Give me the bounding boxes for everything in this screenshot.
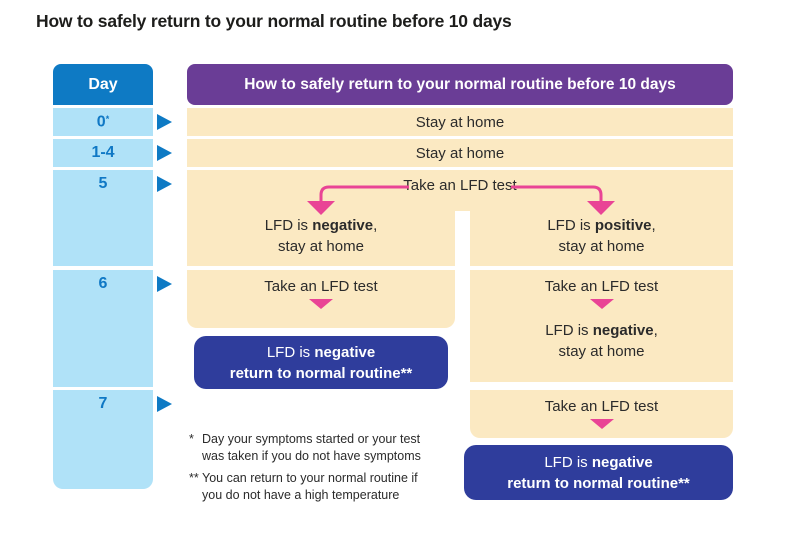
outcome-box-line2: return to normal routine** xyxy=(507,474,690,492)
stay-home-text: Stay at home xyxy=(415,113,505,131)
day-label-0: 0* xyxy=(96,113,110,131)
outcome-bold: negative xyxy=(312,217,374,234)
flow-header: How to safely return to your normal rout… xyxy=(187,64,733,105)
flow-header-label: How to safely return to your normal rout… xyxy=(244,75,676,93)
day7-right-card: Take an LFD test xyxy=(470,390,733,438)
day-label-5: 5 xyxy=(98,175,108,192)
day5-right-outcome: LFD is positive, stay at home xyxy=(547,217,656,255)
asterisk: * xyxy=(105,114,110,125)
day-pointer-icon xyxy=(157,176,172,192)
day5-right-block xyxy=(470,211,733,266)
outcome-text: LFD is xyxy=(264,217,313,234)
lfd-test-label: Take an LFD test xyxy=(544,398,659,415)
day-header-label: Day xyxy=(88,75,118,93)
stay-home-text: Stay at home xyxy=(415,144,505,162)
day-pointer-icon xyxy=(157,114,172,130)
footnote-marker: ** xyxy=(189,471,199,485)
footnote-2: ** You can return to your normal routine… xyxy=(189,470,461,503)
lfd-test-label: Take an LFD test xyxy=(264,278,378,295)
footnote-marker: * xyxy=(189,432,194,446)
day5-left-block xyxy=(187,211,455,266)
day-cell-7: 7 xyxy=(53,390,153,489)
day5-branch-connector-icon xyxy=(307,185,615,215)
day6-right-outcome: LFD is negative, stay at home xyxy=(545,322,658,360)
outcome-text: LFD is xyxy=(547,217,595,234)
day-cell-0: 0* xyxy=(53,108,153,136)
day-column-header: Day xyxy=(53,64,153,105)
footnote-text: Day your symptoms started or your test w… xyxy=(202,432,421,463)
day-cell-5: 5 xyxy=(53,170,153,266)
footnote-1: * Day your symptoms started or your test… xyxy=(189,431,461,464)
day5-left-outcome: LFD is negative, stay at home xyxy=(264,217,378,255)
day-pointer-icon xyxy=(157,145,172,161)
outcome-box-line2: return to normal routine** xyxy=(229,364,413,382)
pink-arrow-down-icon xyxy=(309,299,333,309)
page-title: How to safely return to your normal rout… xyxy=(36,11,512,31)
outcome-line2: stay at home xyxy=(278,238,364,255)
outcome-box-line1: LFD is negative xyxy=(544,453,653,471)
day6-left-card: Take an LFD test xyxy=(187,270,455,328)
day-pointer-icon xyxy=(157,276,172,292)
footnotes: * Day your symptoms started or your test… xyxy=(189,431,461,509)
day-label-6: 6 xyxy=(98,275,108,292)
day-pointer-icon xyxy=(157,396,172,412)
outcome-line2: stay at home xyxy=(558,238,645,255)
footnote-text: You can return to your normal routine if… xyxy=(202,471,418,502)
flow-row-day0: Stay at home xyxy=(187,108,733,136)
day5-block-top xyxy=(187,170,733,211)
day5-action: Take an LFD test xyxy=(187,177,733,195)
outcome-bold: positive xyxy=(594,217,652,234)
outcome-box-line1: LFD is negative xyxy=(266,343,376,361)
outcome-box-day6: LFD is negative return to normal routine… xyxy=(194,336,448,389)
day-label-7: 7 xyxy=(98,395,108,412)
day-cell-1-4: 1-4 xyxy=(53,139,153,167)
outcome-box-day7: LFD is negative return to normal routine… xyxy=(464,445,733,500)
pink-arrow-down-icon xyxy=(589,299,614,309)
pink-arrow-down-icon xyxy=(589,419,614,429)
lfd-test-label: Take an LFD test xyxy=(544,278,659,295)
day6-right-card: Take an LFD test LFD is negative, stay a… xyxy=(470,270,733,382)
day-cell-6: 6 xyxy=(53,270,153,387)
day-label-1-4: 1-4 xyxy=(91,144,115,161)
flow-row-day1-4: Stay at home xyxy=(187,139,733,167)
lfd-test-label: Take an LFD test xyxy=(403,177,517,194)
